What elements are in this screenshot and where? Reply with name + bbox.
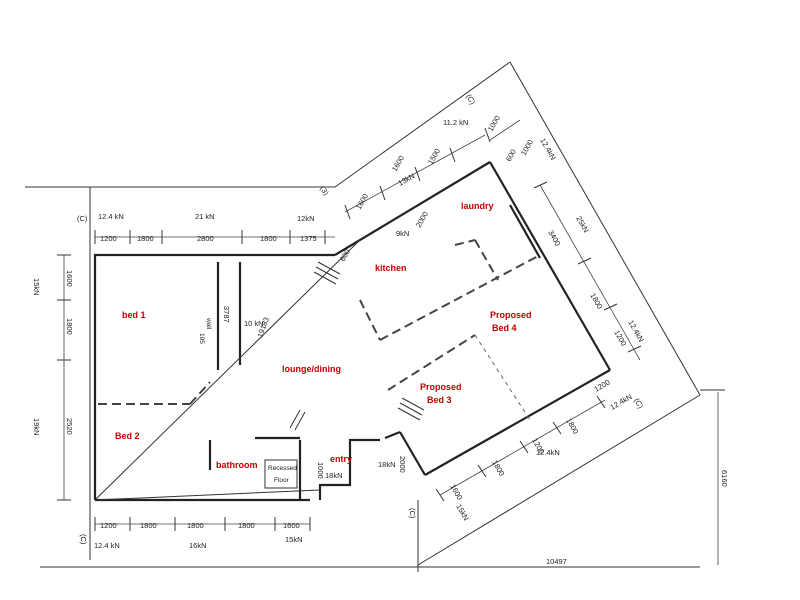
bottom-load-right: 15kN	[285, 535, 303, 544]
site-length-dim: 10497	[546, 557, 567, 566]
room-label-bed1: bed 1	[122, 310, 146, 320]
room-label-bed3-line2: Bed 3	[427, 395, 452, 405]
right-dim-4: 1200	[593, 378, 612, 394]
lower-right-dim-1: 1600	[448, 483, 464, 502]
bottom-dimension-chain	[94, 517, 311, 531]
upper-dim-5: 1000	[519, 138, 535, 157]
site-height-dim: 6160	[720, 470, 729, 487]
inner-wall-length: 3787	[222, 306, 231, 323]
lower-right-dimension-chain	[435, 395, 606, 502]
c-mark-bottom-mid: (C)	[408, 508, 417, 519]
upper-load-top: 11.2 kN	[443, 118, 468, 127]
c-mark-bottom-left: (C)	[79, 534, 88, 545]
top-dim-4: 1800	[260, 234, 277, 243]
exterior-walls	[93, 161, 611, 502]
left-dim-3: 2520	[65, 418, 74, 435]
top-dim-3: 2800	[197, 234, 214, 243]
top-load-mid: 21 kN	[195, 212, 215, 221]
recessed-note-1: Recessed	[268, 465, 297, 472]
site-boundary	[25, 61, 725, 572]
top-load-right: 12kN	[297, 214, 315, 223]
c-mark-right: (C)	[632, 397, 645, 411]
top-dim-1: 1200	[100, 234, 117, 243]
entry-load-dim-2: 18kN	[378, 460, 396, 469]
inner-wall-load: 10 kN	[244, 319, 264, 328]
lower-right-load-2: 12.4kN	[536, 448, 560, 457]
top-load-left: 12.4 kN	[98, 212, 124, 221]
left-load-1: 15kN	[32, 278, 41, 296]
right-load-3: 12.4kN	[609, 392, 634, 412]
top-dimension-chain	[94, 230, 335, 244]
left-dim-1: 1600	[65, 270, 74, 287]
wall-note-2: 105	[198, 333, 205, 344]
bottom-dim-3: 1800	[187, 521, 204, 530]
bottom-load-mid: 16kN	[189, 541, 207, 550]
upper-load-mid: 13kN	[397, 171, 417, 188]
top-dim-2: 1800	[137, 234, 154, 243]
upper-dimension-chain	[344, 119, 521, 220]
lower-right-dim-4: 1800	[564, 417, 580, 436]
left-dimension-chain	[57, 254, 71, 501]
wall-note-1: wall	[205, 317, 212, 330]
upper-dim-kitchen-2: 2000	[414, 210, 430, 229]
room-label-bed3-line1: Proposed	[420, 382, 462, 392]
steps	[289, 261, 425, 431]
right-load-2: 12.4kN	[626, 319, 646, 344]
right-dimension-chain	[533, 181, 642, 361]
c-mark-mid-top: (3)	[318, 185, 331, 198]
entry-height-dim: 2000	[398, 456, 407, 473]
bottom-dim-1: 1200	[100, 521, 117, 530]
entry-width-dim: 1000	[316, 462, 325, 479]
c-mark-top-right: (C)	[464, 93, 477, 107]
upper-dim-1: 1600	[354, 192, 370, 211]
upper-dim-2: 1600	[390, 154, 406, 173]
room-label-laundry: laundry	[461, 201, 494, 211]
room-label-bed4-line2: Bed 4	[492, 323, 517, 333]
upper-dim-3: 1500	[426, 147, 442, 166]
upper-dim-6: 600	[504, 148, 518, 163]
room-label-kitchen: kitchen	[375, 263, 407, 273]
upper-load-low: 9kN	[396, 229, 409, 238]
top-dim-5: 1375	[300, 234, 317, 243]
recessed-floor-box	[264, 459, 298, 489]
interior-walls	[98, 204, 541, 500]
diagonal-line-bottom	[94, 489, 321, 501]
room-label-bed2: Bed 2	[115, 431, 140, 441]
room-label-bed4-line1: Proposed	[490, 310, 532, 320]
room-label-lounge: lounge/dining	[282, 364, 341, 374]
recessed-note-2: Floor	[274, 477, 290, 484]
lower-right-dim-2: 1800	[490, 459, 506, 478]
right-dim-1: 3400	[546, 229, 562, 248]
lower-right-load-1: 15kN	[454, 503, 471, 523]
room-label-entry: entry	[330, 454, 352, 464]
room-label-bathroom: bathroom	[216, 460, 258, 470]
right-dim-2: 1800	[588, 292, 604, 311]
left-load-2: 19kN	[32, 418, 41, 436]
right-load-1: 25kN	[574, 215, 591, 235]
entry-load-dim: 18kN	[325, 471, 343, 480]
bottom-dim-5: 1600	[283, 521, 300, 530]
bottom-dim-4: 1800	[238, 521, 255, 530]
upper-dim-4: 1000	[486, 114, 502, 133]
left-dim-2: 1800	[65, 318, 74, 335]
diagonal-line	[94, 239, 361, 501]
bottom-dim-2: 1800	[140, 521, 157, 530]
c-mark-top-left: (C)	[77, 214, 88, 223]
right-dim-3: 1200	[612, 329, 628, 348]
bottom-load-left: 12.4 kN	[94, 541, 120, 550]
